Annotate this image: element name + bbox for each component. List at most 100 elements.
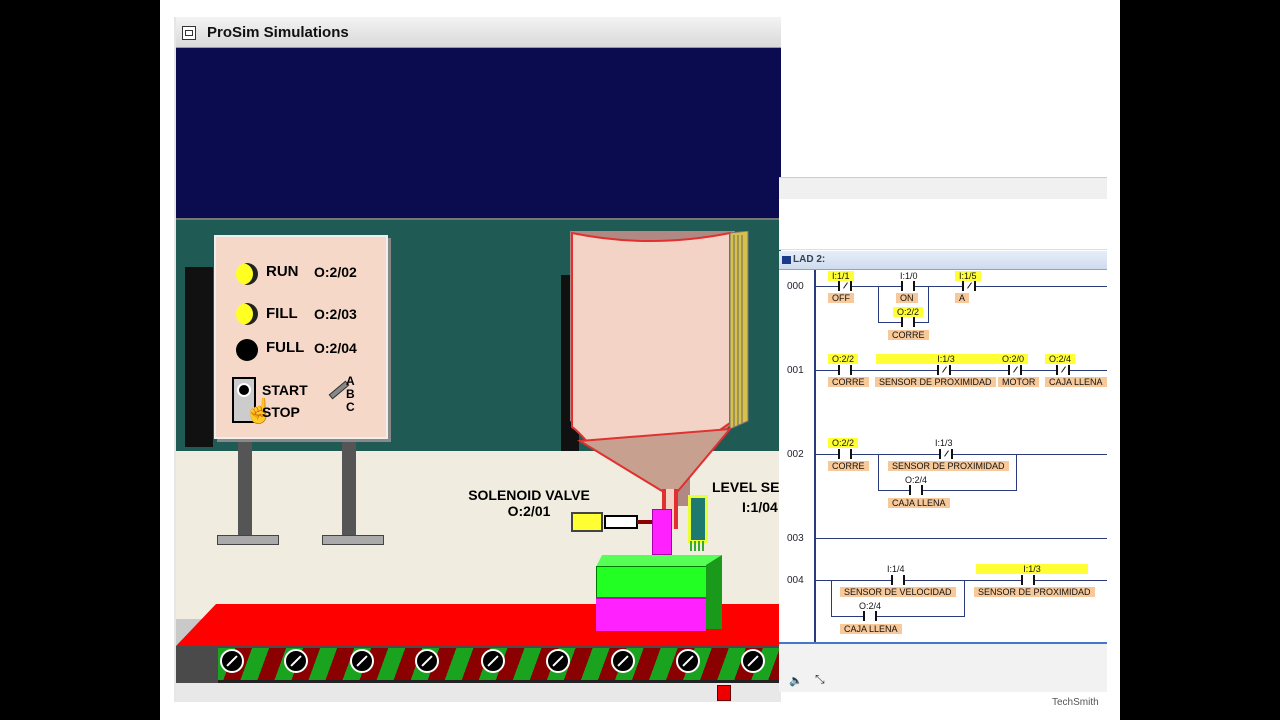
ladder-diagram: 000 I:1/1 OFF I:1/0 ON I:1/5 A O:2/2 COR… [779, 270, 1107, 642]
fill-address: O:2/03 [314, 306, 357, 322]
contact-description: CORRE [828, 377, 869, 387]
contact-description: CORRE [888, 330, 929, 340]
no-contact-icon[interactable] [909, 485, 923, 495]
branch-line [831, 580, 832, 616]
title-bar[interactable]: ProSim Simulations [176, 17, 781, 48]
contact-address[interactable]: O:2/2 [828, 438, 859, 448]
speed-sensor-icon [717, 685, 731, 701]
run-address: O:2/02 [314, 264, 357, 280]
abc-selector-labels: A B C [346, 375, 355, 414]
nc-contact-icon[interactable] [937, 365, 951, 375]
nc-contact-icon[interactable] [838, 281, 852, 291]
contact-description: ON [896, 293, 918, 303]
branch-line [1016, 454, 1017, 490]
start-label[interactable]: START [262, 382, 308, 398]
box-side [706, 555, 722, 629]
window-bottom [176, 683, 781, 702]
contact-address[interactable]: O:2/2 [893, 307, 924, 317]
abc-label: A [346, 374, 355, 388]
abc-label: C [346, 400, 355, 414]
contact-address[interactable]: O:2/4 [859, 601, 882, 611]
roller-icon [741, 649, 765, 673]
hopper-spout [652, 509, 672, 555]
box-fill [596, 597, 706, 631]
contact-address[interactable]: I:1/5 [955, 271, 981, 281]
nc-contact-icon[interactable] [1008, 365, 1022, 375]
rung-number: 000 [787, 281, 804, 292]
contact-description: A [955, 293, 970, 303]
no-contact-icon[interactable] [901, 281, 915, 291]
no-contact-icon[interactable] [901, 317, 915, 327]
speaker-icon[interactable]: 🔈 [789, 675, 803, 687]
nc-contact-icon[interactable] [1056, 365, 1070, 375]
sensor-beam-icon [690, 541, 704, 551]
valve-rod [637, 520, 653, 524]
contact-description: SENSOR DE VELOCIDAD [840, 587, 956, 597]
no-contact-icon[interactable] [863, 611, 877, 621]
rung-line [816, 580, 1107, 581]
roller-icon [676, 649, 700, 673]
no-contact-icon[interactable] [838, 365, 852, 375]
full-lamp-icon [236, 339, 258, 361]
branch-line [928, 286, 929, 322]
rung-line [816, 370, 1107, 371]
contact-address[interactable]: I:1/3 [976, 564, 1088, 574]
fill-lamp-icon [236, 303, 258, 325]
level-sensor-address: I:1/04 [742, 499, 778, 515]
rung-number: 001 [787, 365, 804, 376]
toolbar-area [779, 177, 1107, 201]
screen: ProSim Simulations RUN O:2/02 FILL O:2/0… [160, 0, 1120, 720]
contact-description: OFF [828, 293, 854, 303]
panel-foot [217, 535, 279, 545]
contact-description: SENSOR DE PROXIMIDAD [888, 461, 1009, 471]
panel-leg [238, 437, 252, 537]
rung-line [816, 538, 1107, 539]
branch-line [878, 286, 879, 322]
roller-icon [284, 649, 308, 673]
roller-icon [415, 649, 439, 673]
contact-address[interactable]: O:2/4 [905, 475, 928, 485]
valve-spring-icon [571, 512, 603, 532]
contact-address[interactable]: O:2/4 [1045, 354, 1076, 364]
stop-label[interactable]: STOP [262, 404, 300, 420]
panel-foot [322, 535, 384, 545]
collapse-icon[interactable]: ⤡ [815, 672, 825, 686]
contact-address[interactable]: I:1/0 [900, 271, 918, 281]
ladder-icon [782, 256, 791, 264]
run-label: RUN [266, 263, 299, 280]
no-contact-icon[interactable] [1021, 575, 1035, 585]
roller-icon [350, 649, 374, 673]
contact-description: SENSOR DE PROXIMIDAD [974, 587, 1095, 597]
no-contact-icon[interactable] [891, 575, 905, 585]
contact-description: SENSOR DE PROXIMIDAD [875, 377, 996, 387]
contact-address[interactable]: I:1/3 [876, 354, 1016, 364]
nc-contact-icon[interactable] [939, 449, 953, 459]
rung-number: 003 [787, 533, 804, 544]
start-stop-switch[interactable] [232, 377, 256, 423]
no-contact-icon[interactable] [838, 449, 852, 459]
rung-number: 002 [787, 449, 804, 460]
contact-description: CORRE [828, 461, 869, 471]
contact-address[interactable]: I:1/4 [887, 564, 905, 574]
roller-icon [220, 649, 244, 673]
control-panel: RUN O:2/02 FILL O:2/03 FULL O:2/04 ☝ STA… [214, 235, 388, 439]
contact-address[interactable]: O:2/0 [998, 354, 1029, 364]
contact-address[interactable]: O:2/2 [828, 354, 859, 364]
run-lamp-icon [236, 263, 258, 285]
valve-name: SOLENOID VALVE [468, 487, 590, 503]
contact-description: CAJA LLENA [840, 624, 902, 634]
full-label: FULL [266, 339, 305, 356]
box-top [596, 555, 722, 567]
contact-address[interactable]: I:1/1 [828, 271, 854, 281]
nc-contact-icon[interactable] [962, 281, 976, 291]
roller-icon [546, 649, 570, 673]
app-icon [182, 26, 196, 40]
contact-description: MOTOR [998, 377, 1040, 387]
contact-address[interactable]: I:1/3 [935, 438, 953, 448]
prosim-window: ProSim Simulations RUN O:2/02 FILL O:2/0… [174, 17, 781, 702]
status-bar: 🔈 ⤡ [779, 642, 1107, 692]
abc-label: B [346, 387, 355, 401]
ladder-title: LAD 2: [793, 254, 826, 265]
switch-knob-icon [237, 383, 251, 397]
ladder-title-bar[interactable]: LAD 2: [779, 251, 1107, 270]
